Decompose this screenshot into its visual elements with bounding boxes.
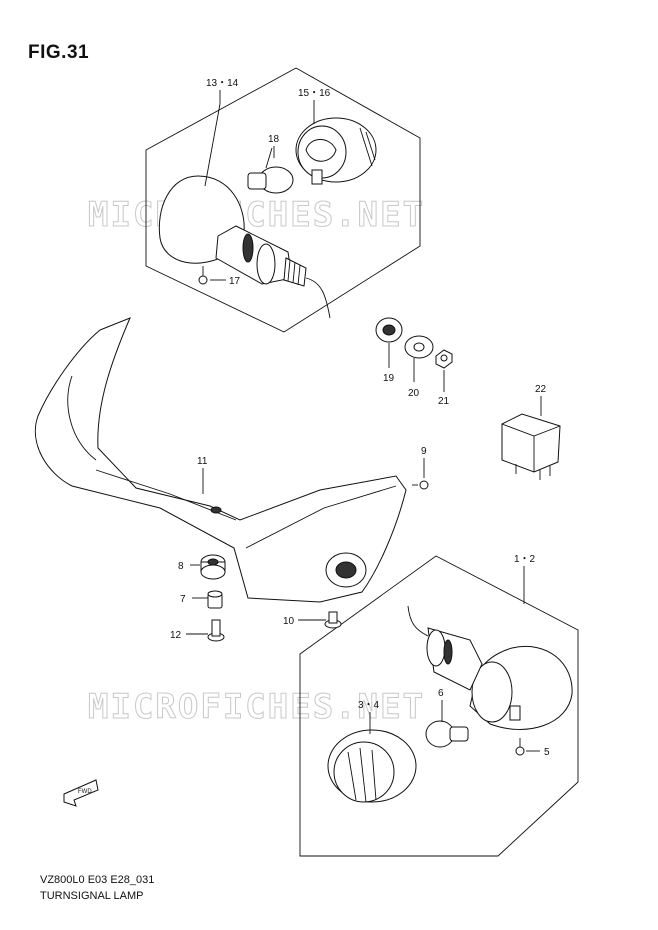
- figure-title: FIG.31: [28, 42, 90, 63]
- label-7: 7: [180, 594, 186, 605]
- upper-lens-cover: [295, 117, 377, 185]
- label-13-14: 13・14: [206, 78, 239, 89]
- label-12: 12: [170, 630, 182, 641]
- lower-bulb: [425, 720, 469, 748]
- label-20: 20: [408, 388, 420, 399]
- spacer-7: [207, 590, 223, 609]
- forward-arrow-icon: FWD: [63, 779, 99, 807]
- label-18: 18: [268, 134, 280, 145]
- label-10: 10: [283, 616, 295, 627]
- bolt-10: [324, 611, 342, 629]
- upper-lamp-housing: [158, 175, 331, 319]
- label-19: 19: [383, 373, 395, 384]
- diagram-code: VZ800L0 E03 E28_031: [40, 874, 155, 886]
- washer-20: [404, 335, 434, 359]
- screw-5: [515, 738, 525, 756]
- rubber-cushion-19: [375, 317, 403, 343]
- upper-bulb: [247, 147, 294, 194]
- label-3-4: 3・4: [358, 700, 380, 711]
- fwd-label: FWD: [78, 789, 92, 795]
- relay-22: [501, 413, 561, 480]
- lower-group-frame: [299, 555, 579, 857]
- upper-group-frame: [145, 67, 421, 333]
- label-17: 17: [229, 276, 241, 287]
- diagram-caption: TURNSIGNAL LAMP: [40, 890, 144, 902]
- turn-signal-bracket-11: [34, 317, 407, 603]
- label-21: 21: [438, 396, 450, 407]
- label-9: 9: [421, 446, 427, 457]
- watermark-bottom: MICROFICHES.NET: [88, 687, 425, 727]
- screw-17: [198, 266, 208, 285]
- label-1-2: 1・2: [514, 554, 536, 565]
- screw-9: [412, 480, 429, 490]
- label-8: 8: [178, 561, 184, 572]
- label-15-16: 15・16: [298, 88, 331, 99]
- bolt-12: [207, 619, 225, 642]
- nut-21: [435, 349, 453, 369]
- lower-lamp-housing: [407, 605, 573, 730]
- grommet-8: [200, 554, 226, 580]
- label-22: 22: [535, 384, 547, 395]
- label-6: 6: [438, 688, 444, 699]
- label-11: 11: [197, 456, 208, 467]
- lower-lens-cover: [327, 729, 417, 803]
- watermark-top: MICROFICHES.NET: [88, 195, 425, 235]
- label-5: 5: [544, 747, 550, 758]
